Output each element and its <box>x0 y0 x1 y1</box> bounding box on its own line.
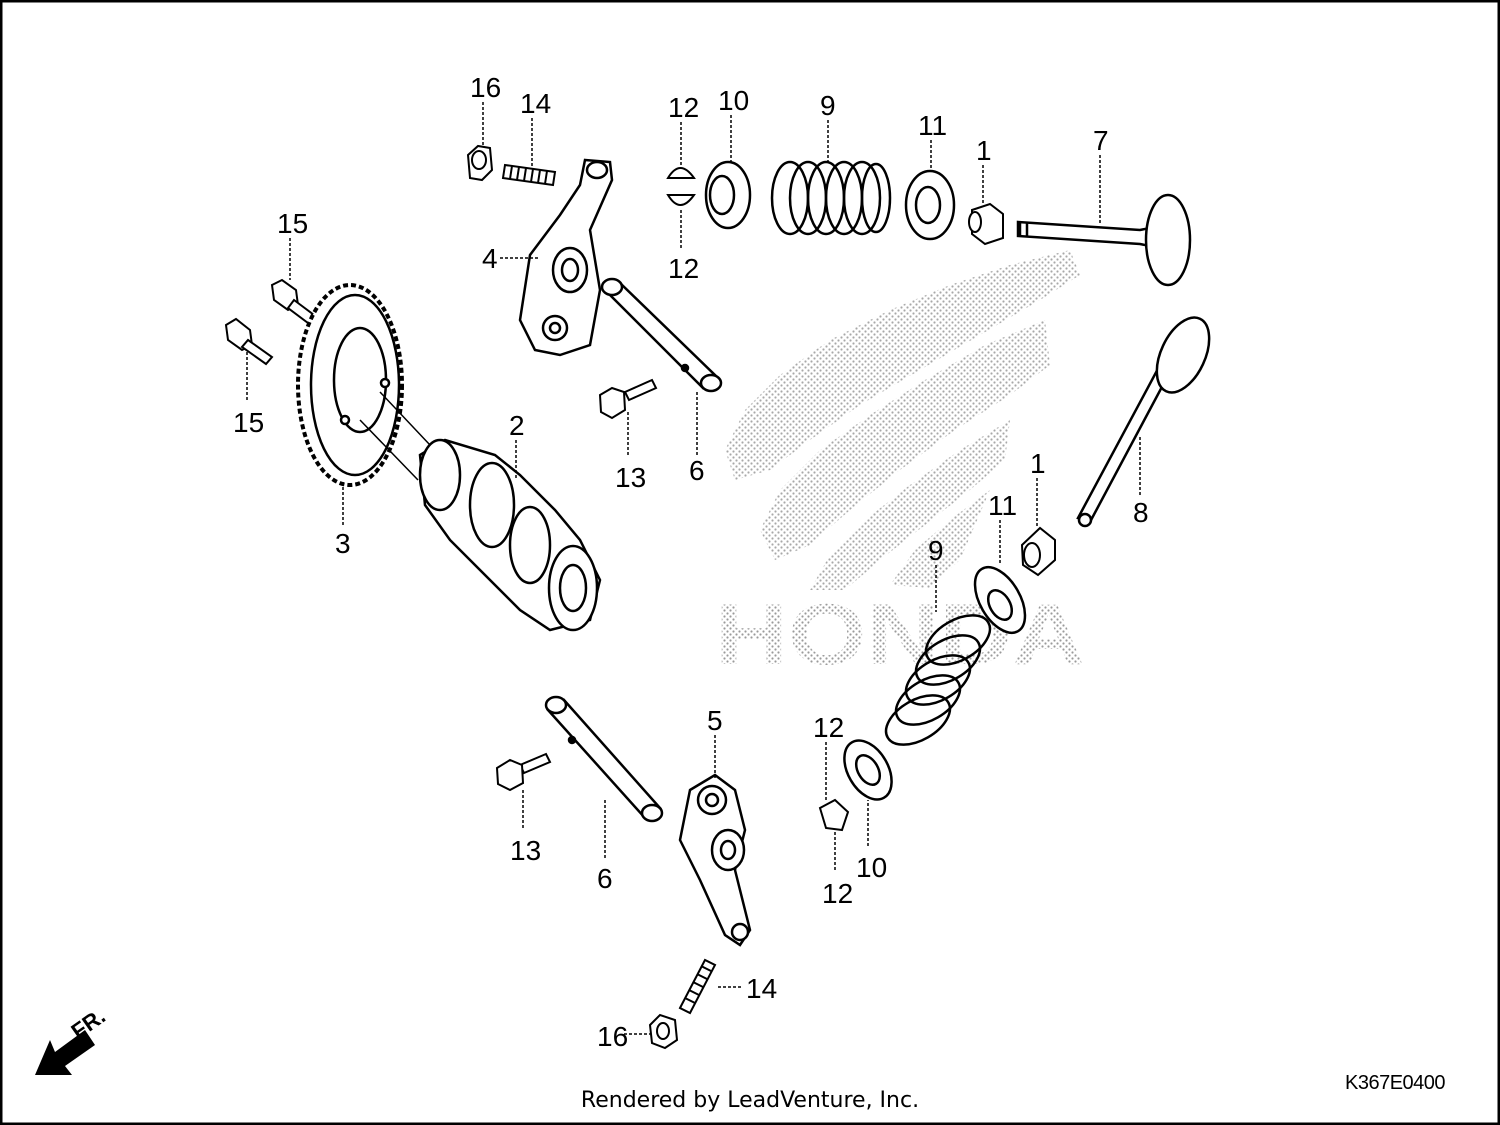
direction-label: FR. <box>67 1003 110 1044</box>
cam-sprocket-3 <box>296 283 404 487</box>
spring-seat-11-lower <box>973 566 1027 634</box>
bolt-13-lower <box>495 752 552 792</box>
valve-spring-9-lower <box>884 614 992 746</box>
callout-label: 1 <box>976 135 992 166</box>
camshaft-2 <box>359 391 602 632</box>
callout-label: 1 <box>1030 448 1046 479</box>
front-direction-arrow-icon: FR. <box>35 1003 110 1075</box>
callout-label: 12 <box>822 878 853 909</box>
callout-label: 8 <box>1133 497 1149 528</box>
callout-label: 6 <box>597 863 613 894</box>
honda-wordmark-watermark: HONDA <box>715 587 1085 683</box>
callout-label: 12 <box>813 712 844 743</box>
bolt-15-upper <box>270 278 320 328</box>
callout-label: 16 <box>597 1021 628 1052</box>
bolt-13-top <box>598 378 658 420</box>
callout-label: 7 <box>1093 125 1109 156</box>
nut-16-lower <box>648 1013 679 1050</box>
callout-label: 11 <box>918 110 947 141</box>
valve-8 <box>1076 316 1211 528</box>
screw-14-top <box>501 163 557 187</box>
callout-label: 9 <box>820 90 836 121</box>
rocker-arm-5 <box>678 773 752 947</box>
drawing-code: K367E0400 <box>1345 1072 1446 1094</box>
rocker-shaft-6-top <box>600 277 723 393</box>
callout-label: 6 <box>689 455 705 486</box>
callout-label: 5 <box>707 705 723 736</box>
callout-label: 14 <box>520 88 551 119</box>
spring-seat-11-top <box>904 169 956 241</box>
callout-label: 11 <box>988 490 1017 521</box>
retainer-10-top <box>704 160 752 230</box>
rocker-shaft-6-lower <box>544 695 664 823</box>
callout-label: 2 <box>509 410 525 441</box>
stem-seal-1-lower <box>1020 526 1056 577</box>
callout-labels: 16 14 12 10 9 11 1 7 15 4 12 15 13 6 2 3… <box>233 72 1149 1052</box>
callout-label: 12 <box>668 92 699 123</box>
leader-lines <box>246 102 1141 1035</box>
cotter-12-top <box>666 167 696 206</box>
nut-16-top <box>466 144 494 182</box>
callout-label: 12 <box>668 253 699 284</box>
callout-label: 15 <box>233 407 264 438</box>
stem-seal-1-top <box>968 202 1004 246</box>
callout-label: 15 <box>277 208 308 239</box>
screw-14-lower <box>678 958 717 1015</box>
bolt-15-lower <box>224 317 274 366</box>
valve-spring-9-top <box>770 160 892 236</box>
callout-label: 10 <box>718 85 749 116</box>
callout-label: 13 <box>510 835 541 866</box>
callout-label: 4 <box>482 243 498 274</box>
callout-label: 14 <box>746 973 777 1004</box>
footer-credit: Rendered by LeadVenture, Inc. <box>580 1088 920 1113</box>
callout-label: 3 <box>335 528 351 559</box>
callout-label: 10 <box>856 852 887 883</box>
callout-label: 16 <box>470 72 501 103</box>
cotter-12-lower <box>818 798 850 832</box>
valve-7 <box>1016 193 1192 287</box>
callout-label: 9 <box>928 535 944 566</box>
callout-label: 13 <box>615 462 646 493</box>
honda-wing-watermark <box>725 250 1080 590</box>
retainer-10-lower <box>843 739 893 801</box>
rocker-arm-4 <box>518 158 614 357</box>
